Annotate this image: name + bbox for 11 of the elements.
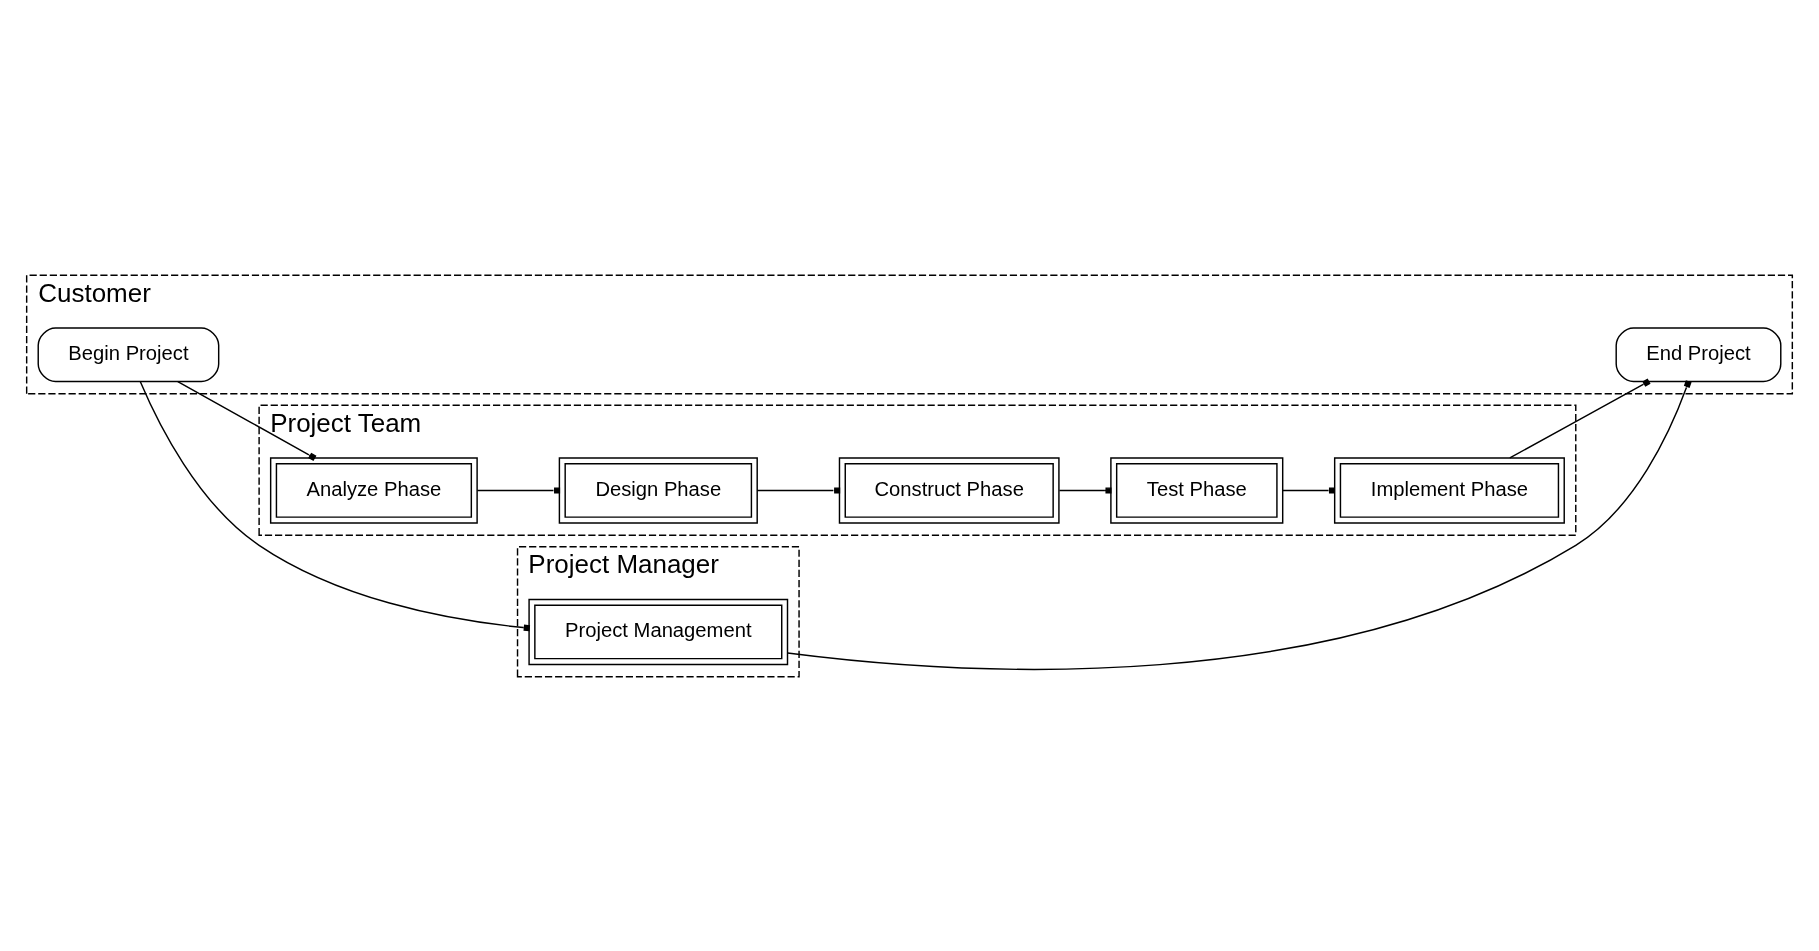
connector <box>786 379 1692 670</box>
node-box: Test Phase <box>1110 456 1284 524</box>
node-box: Analyze Phase <box>269 456 478 524</box>
node-box: Design Phase <box>558 456 758 524</box>
connector <box>177 380 317 461</box>
node-box: Implement Phase <box>1333 456 1565 524</box>
connector <box>1509 378 1651 459</box>
node-box: Construct Phase <box>838 456 1060 524</box>
node-box: Project Management <box>528 598 789 665</box>
node-box: End Project <box>1615 326 1782 382</box>
node-box: Begin Project <box>37 326 220 382</box>
